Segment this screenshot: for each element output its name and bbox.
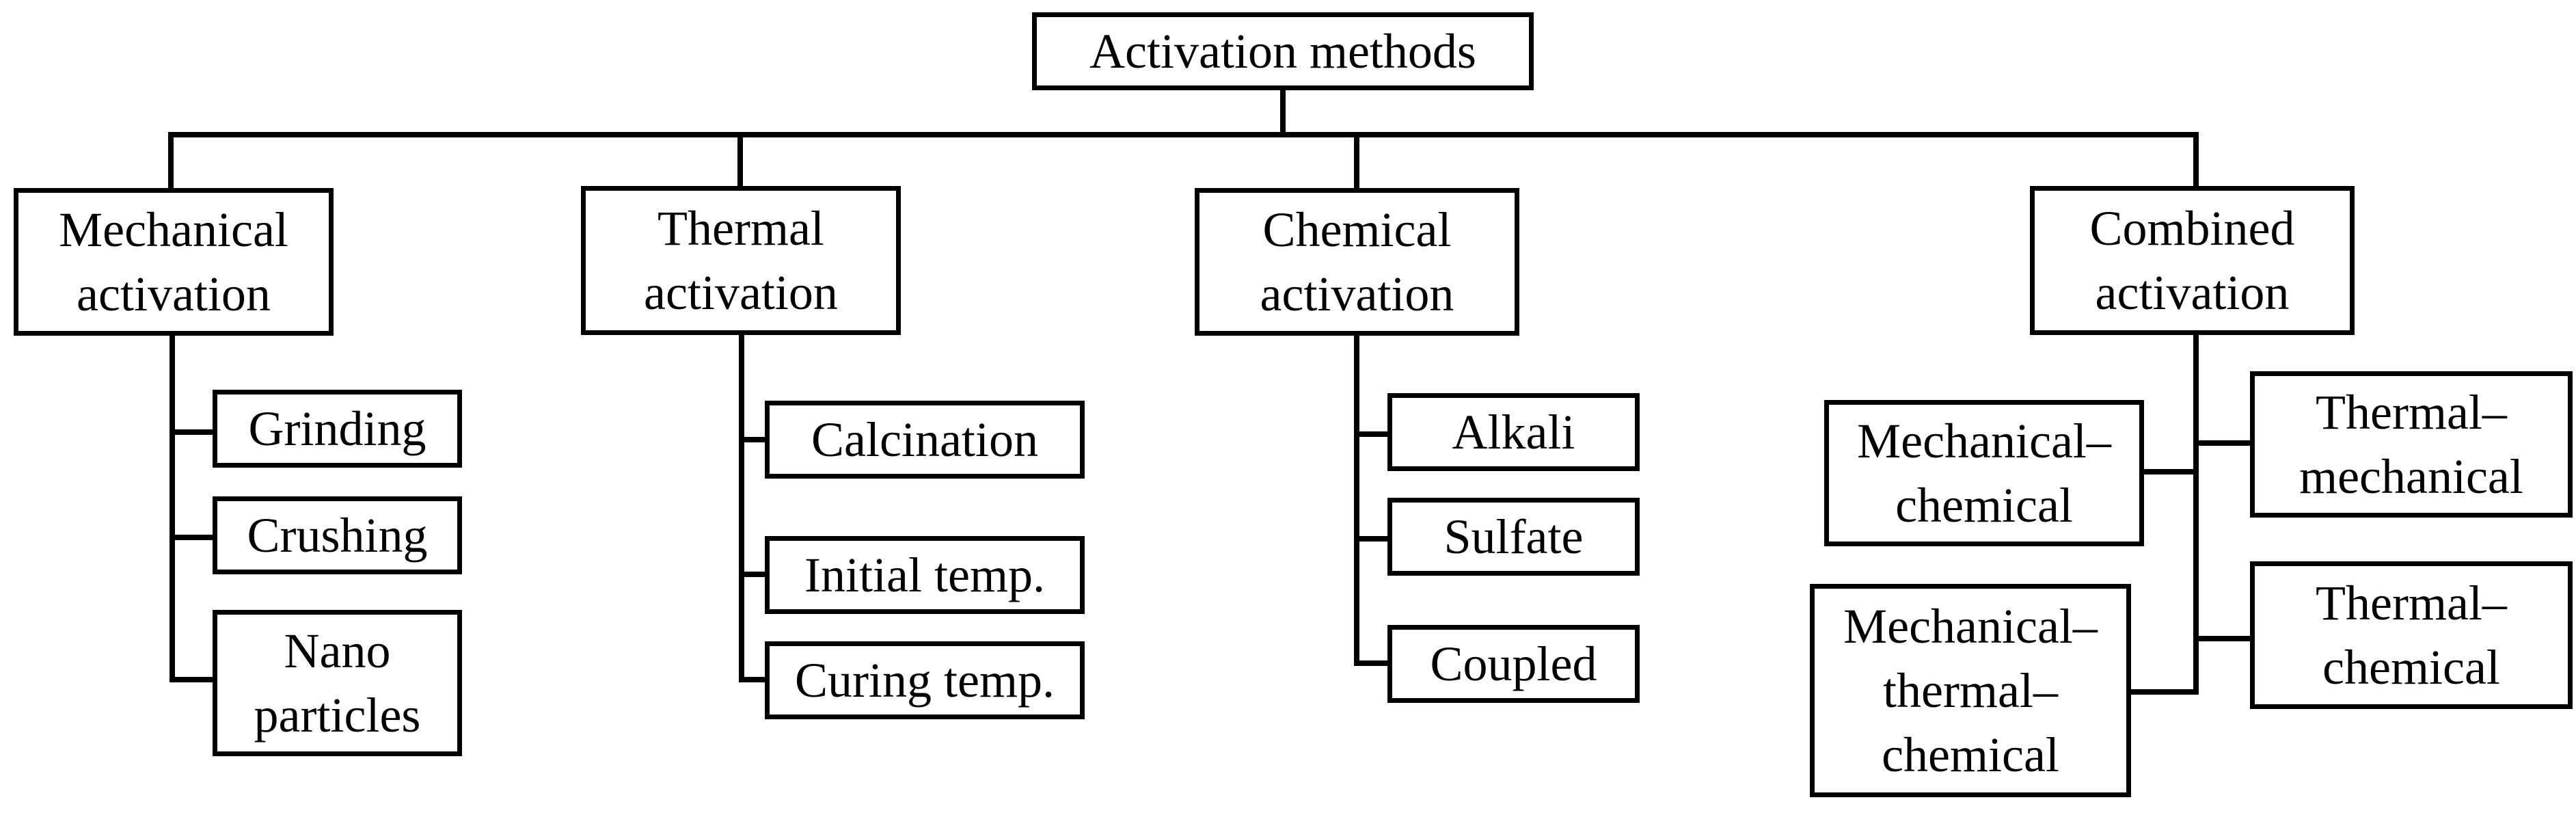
leaf-node-coupled: Coupled — [1387, 625, 1640, 703]
node-label-line: Mechanical — [59, 202, 288, 257]
leaf-node-initial-temp: Initial temp. — [765, 536, 1085, 614]
node-label-line: thermal– — [1883, 663, 2058, 718]
node-label-line: chemical — [1895, 478, 2073, 533]
leaf-node-crushing: Crushing — [213, 496, 462, 574]
category-node-thermal: Thermal activation — [581, 186, 901, 335]
node-label-line: Curing temp. — [795, 653, 1055, 708]
root-node: Activation methods — [1032, 12, 1534, 90]
leaf-node-sulfate: Sulfate — [1387, 498, 1640, 576]
node-label-line: Thermal– — [2316, 385, 2507, 440]
node-label-line: Combined — [2089, 201, 2295, 256]
leaf-node-mechanical-thermal-chemical: Mechanical– thermal– chemical — [1810, 584, 2131, 797]
node-label-line: mechanical — [2299, 449, 2523, 504]
node-label-line: activation — [2095, 265, 2290, 320]
node-label-line: Sulfate — [1443, 509, 1584, 564]
node-label-line: activation — [644, 265, 838, 320]
node-label-line: Alkali — [1452, 405, 1575, 459]
node-label-line: chemical — [2322, 640, 2500, 695]
leaf-node-alkali: Alkali — [1387, 393, 1640, 471]
node-label-line: activation — [77, 267, 271, 321]
leaf-node-calcination: Calcination — [765, 401, 1085, 479]
leaf-node-curing-temp: Curing temp. — [765, 641, 1085, 719]
node-label-line: Grinding — [248, 401, 426, 456]
category-node-combined: Combined activation — [2030, 186, 2355, 335]
leaf-node-mechanical-chemical: Mechanical– chemical — [1824, 400, 2144, 546]
node-label-line: Crushing — [247, 508, 428, 563]
leaf-node-thermal-chemical: Thermal– chemical — [2250, 561, 2573, 709]
node-label-line: Chemical — [1262, 202, 1452, 257]
node-label-line: Coupled — [1430, 637, 1597, 691]
node-label-line: activation — [1260, 267, 1454, 321]
node-label-line: Mechanical– — [1843, 599, 2098, 654]
leaf-node-nano-particles: Nano particles — [213, 610, 462, 756]
node-label-line: Calcination — [811, 412, 1038, 467]
node-label-line: Thermal– — [2316, 576, 2507, 630]
root-label: Activation methods — [1089, 24, 1476, 79]
node-label-line: Thermal — [657, 201, 824, 256]
node-label-line: particles — [254, 688, 421, 743]
category-node-mechanical: Mechanical activation — [14, 188, 334, 336]
leaf-node-thermal-mechanical: Thermal– mechanical — [2250, 371, 2573, 518]
node-label-line: chemical — [1882, 727, 2059, 782]
category-node-chemical: Chemical activation — [1195, 188, 1519, 336]
node-label-line: Mechanical– — [1857, 414, 2111, 468]
leaf-node-grinding: Grinding — [213, 390, 462, 468]
node-label-line: Initial temp. — [804, 548, 1045, 602]
node-label-line: Nano — [284, 624, 391, 678]
